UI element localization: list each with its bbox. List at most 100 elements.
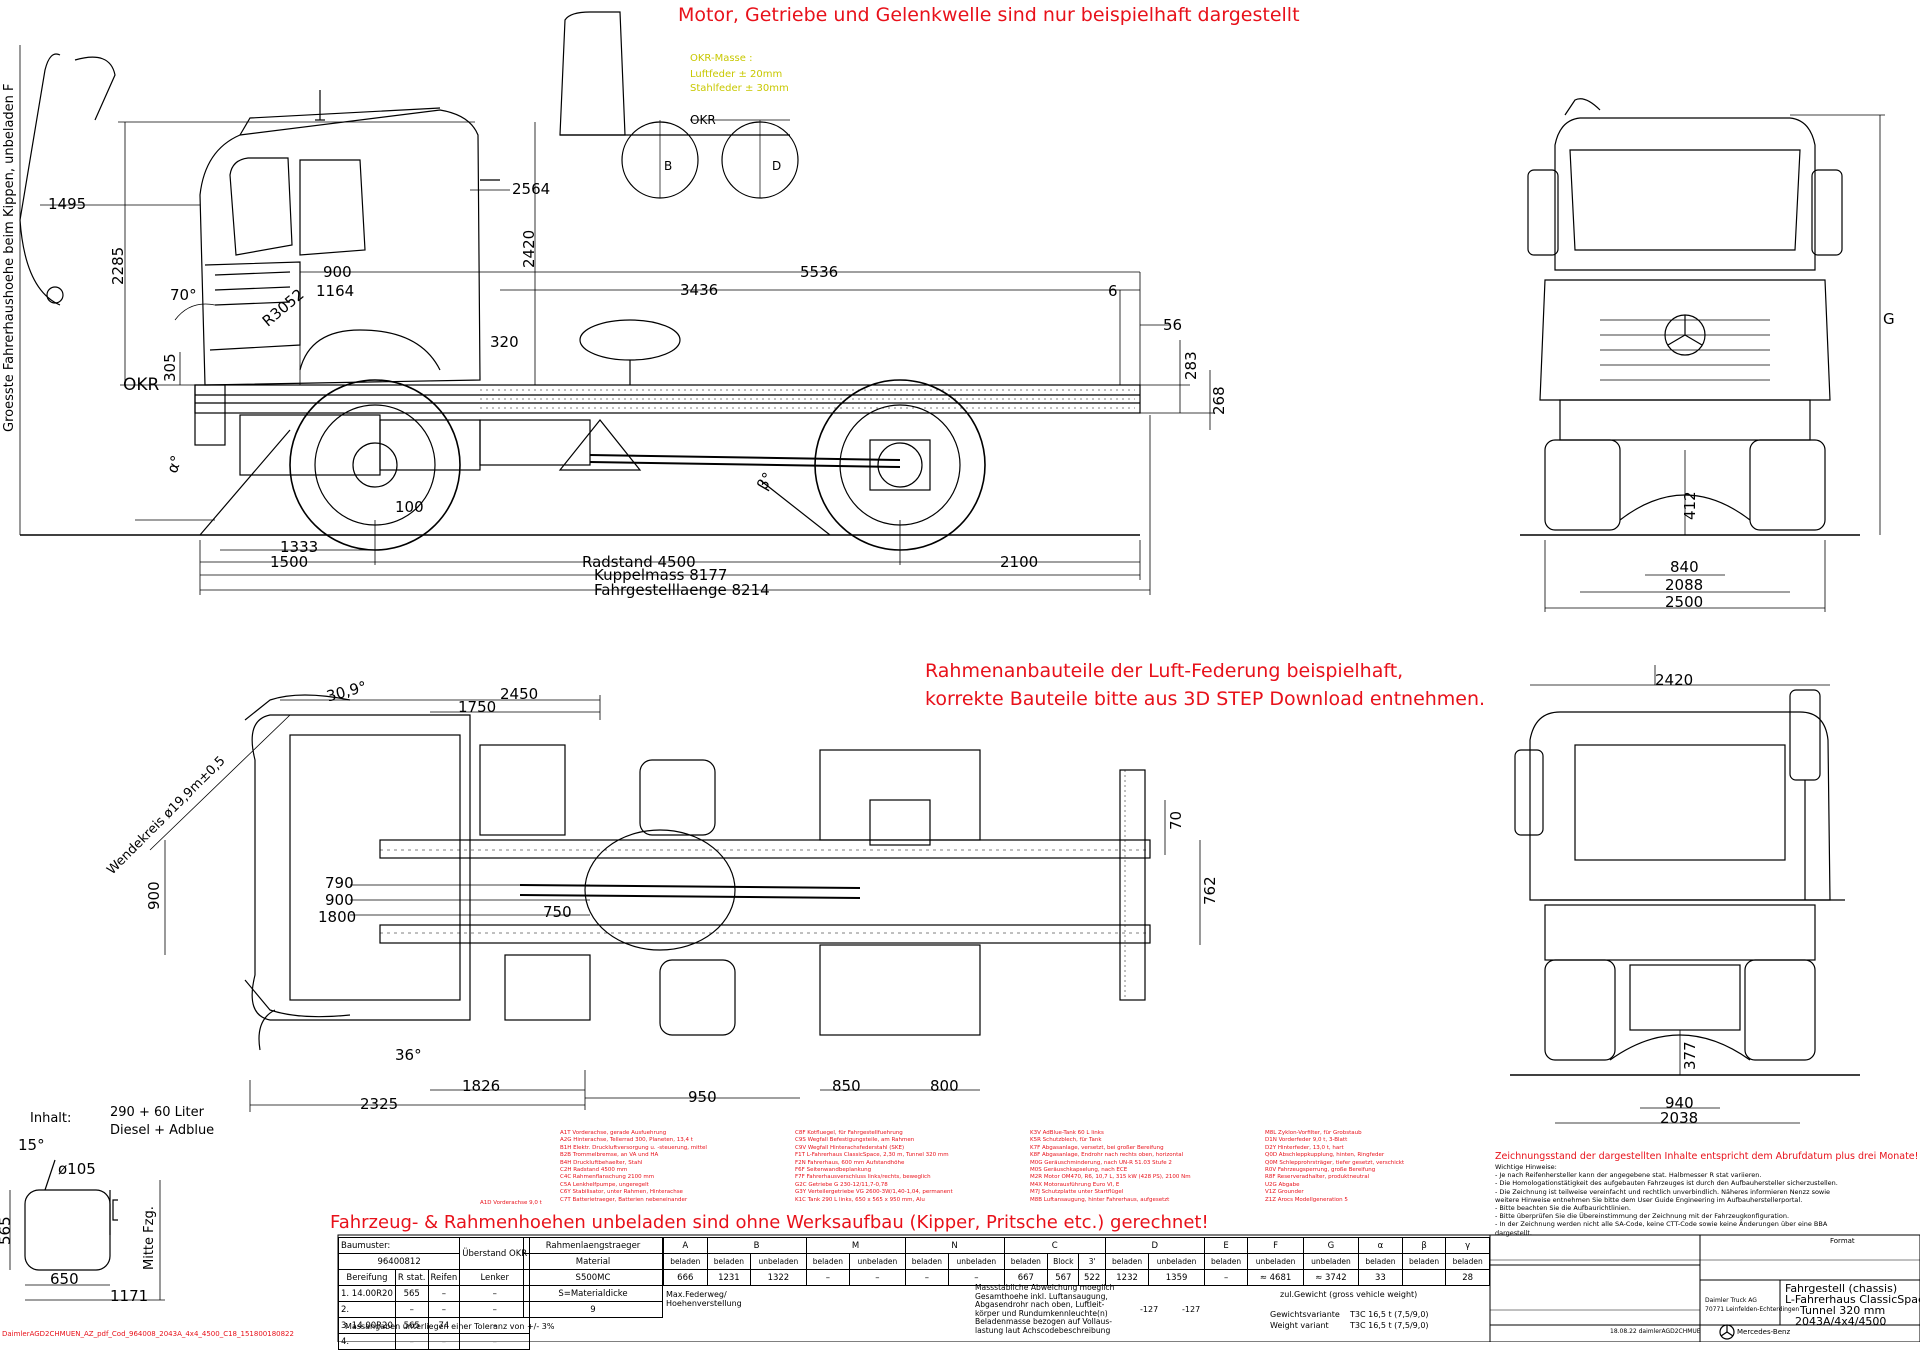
okr-label: OKR bbox=[123, 375, 160, 395]
legend-item: K1C Tank 290 L links, 650 x 565 x 950 mm… bbox=[795, 1196, 925, 1203]
okr-stahlfeder: Stahlfeder ± 30mm bbox=[690, 83, 789, 94]
dim-1164: 1164 bbox=[316, 282, 355, 300]
legend-col-4: M8L Zyklon-Vorfilter, für Grobstaub D1N … bbox=[1265, 1130, 1404, 1204]
title-line-1: Fahrgestell (chassis) bbox=[1785, 1282, 1898, 1295]
legend-item: C4C Rahmenflanschung 2100 mm bbox=[560, 1174, 655, 1181]
dim-305: 305 bbox=[161, 353, 179, 382]
dim-1750: 1750 bbox=[458, 698, 497, 716]
legend-col-2: C8F Kotfluegel, für Fahrgestellfuehrung … bbox=[795, 1130, 953, 1204]
drawing-note-line: weitere Hinweise entnehmen Sie bitte dem… bbox=[1495, 1195, 1803, 1204]
dim-900-plan: 900 bbox=[145, 881, 163, 910]
legend-item: F6F Seitenwandbeplankung bbox=[795, 1167, 872, 1174]
col-header: N bbox=[904, 1237, 1005, 1254]
col-header: M bbox=[805, 1237, 906, 1254]
legend-item: C5A Lenkhelfpumpe, ungeregelt bbox=[560, 1181, 649, 1188]
col-header: D bbox=[1104, 1237, 1205, 1254]
table-row: 2.––– bbox=[338, 1301, 531, 1318]
legend-item: C6Y Stabilisator, unter Rahmen, Hinterac… bbox=[560, 1189, 683, 1196]
dim-fahrgestelllaenge: Fahrgestelllaenge 8214 bbox=[594, 581, 770, 599]
rear-view-dimensions bbox=[1530, 665, 1830, 1124]
tank-dim-565: 565 bbox=[0, 1216, 14, 1245]
legend-item: F7F Fahrerhausverschluss links/rechts, b… bbox=[795, 1174, 931, 1181]
dim-2088: 2088 bbox=[1665, 576, 1704, 594]
tank-volume: 290 + 60 Liter bbox=[110, 1105, 204, 1120]
legend-item: M4X Motorausführung Euro VI, E bbox=[1030, 1181, 1120, 1188]
legend-col-3: K3V AdBlue-Tank 60 L links K5R Schutzble… bbox=[1030, 1130, 1191, 1204]
file-reference: DaimlerAGD2CHMUEN_AZ_pdf_Cod_964008_2043… bbox=[2, 1330, 294, 1338]
tank-dia-105: ø105 bbox=[58, 1160, 96, 1178]
d-minus-127: -127 bbox=[1140, 1305, 1159, 1314]
drawing-note-line: - Bitte überprüfen Sie die Übereinstimmu… bbox=[1495, 1212, 1790, 1221]
side-view-truck bbox=[19, 53, 1141, 551]
dim-3436: 3436 bbox=[680, 281, 719, 299]
okr-luftfeder: Luftfeder ± 20mm bbox=[690, 69, 783, 80]
dim-angle-70: 70° bbox=[170, 286, 197, 304]
legend-item: K8F Abgasanlage, Endrohr nach rechts obe… bbox=[1030, 1152, 1184, 1159]
rstat-header: R stat. bbox=[394, 1269, 429, 1286]
dim-1500: 1500 bbox=[270, 553, 309, 571]
okr-d-label: D bbox=[772, 159, 782, 173]
toleranz-note: Massangaben unterliegen einer Toleranz v… bbox=[345, 1322, 555, 1331]
drawing-note-line: - Die Zeichnung ist teilweise vereinfach… bbox=[1495, 1187, 1831, 1196]
drawing-note-line: - Die Homologationstätigkeit des aufgeba… bbox=[1495, 1179, 1838, 1188]
okr-detail-view bbox=[559, 11, 799, 199]
brand-name: Mercedes-Benz bbox=[1737, 1328, 1791, 1336]
note-frame-heights: Fahrzeug- & Rahmenhoehen unbeladen sind … bbox=[330, 1212, 1209, 1233]
weight-variant-value: T3C 16,5 t (7,5/9,0) bbox=[1350, 1321, 1429, 1330]
dim-268: 268 bbox=[1210, 386, 1228, 415]
note-air-suspension-2: korrekte Bauteile bitte aus 3D STEP Down… bbox=[925, 688, 1486, 710]
dim-5536: 5536 bbox=[800, 263, 839, 281]
materialdicke-label: S=Materialdicke bbox=[523, 1285, 663, 1302]
front-view-dimensions bbox=[1544, 114, 1885, 612]
drawing-note-line: Wichtige Hinweise: bbox=[1495, 1163, 1557, 1171]
legend-item: U2G Abgabe bbox=[1265, 1181, 1300, 1188]
dim-2325: 2325 bbox=[360, 1095, 399, 1113]
dim-750: 750 bbox=[543, 903, 572, 921]
legend-item: A1T Vorderachse, gerade Ausfuehrung bbox=[560, 1130, 667, 1136]
dim-g: G bbox=[1883, 310, 1895, 328]
legend-item: R0V Fahrzeugsperrung, große Bereifung bbox=[1265, 1167, 1376, 1174]
legend-item: B2B Trommelbremse, an VA und HA bbox=[560, 1152, 659, 1159]
dim-2500: 2500 bbox=[1665, 593, 1704, 611]
dim-840: 840 bbox=[1670, 558, 1699, 576]
d-minus-127b: -127 bbox=[1182, 1305, 1201, 1314]
dim-56: 56 bbox=[1163, 316, 1183, 334]
legend-item: K3V AdBlue-Tank 60 L links bbox=[1030, 1130, 1104, 1136]
drawing-notes: Wichtige Hinweise: - Je nach Reifenherst… bbox=[1495, 1163, 1838, 1237]
baumuster-value: 96400812 bbox=[337, 1253, 461, 1270]
dim-900b: 900 bbox=[325, 891, 354, 909]
legend-item: G2C Getriebe G 230-12/11,7-0,78 bbox=[795, 1181, 888, 1188]
dim-1800: 1800 bbox=[318, 908, 357, 926]
weight-variant-label: Weight variant bbox=[1270, 1321, 1329, 1330]
plan-view-truck bbox=[244, 694, 1151, 1051]
dim-6: 6 bbox=[1108, 282, 1118, 300]
max-federweg-label: Max.Federweg/ Hoehenverstellung bbox=[666, 1290, 742, 1308]
note-zeichnungsstand: Zeichnungsstand der dargestellten Inhalt… bbox=[1495, 1151, 1919, 1162]
dim-angle-36: 36° bbox=[395, 1046, 422, 1064]
dim-377: 377 bbox=[1681, 1041, 1699, 1070]
col-header: C bbox=[1003, 1237, 1106, 1254]
col-header: A bbox=[663, 1237, 708, 1254]
brand-logo-icon bbox=[1719, 1324, 1735, 1340]
legend-item: K7F Abgasanlage, versetzt, bei großer Be… bbox=[1030, 1144, 1164, 1151]
col-header: G bbox=[1302, 1237, 1360, 1254]
ueberstand-label: Überstand OKR bbox=[459, 1237, 531, 1270]
drawing-note-line: - Bitte beachten Sie die Aufbaurichtlini… bbox=[1495, 1204, 1631, 1213]
legend-item: K5R Schutzblech, für Tank bbox=[1030, 1137, 1102, 1144]
okr-b-label: B bbox=[664, 159, 673, 173]
drawing-date: 18.08.22 daimlerAGD2CHMUE bbox=[1610, 1328, 1701, 1335]
legend-item: C9S Wegfall Befestigungsteile, am Rahmen bbox=[795, 1137, 915, 1144]
note-engine-example: Motor, Getriebe und Gelenkwelle sind nur… bbox=[678, 4, 1300, 26]
gewichtsvariante-label: Gewichtsvariante bbox=[1270, 1310, 1340, 1319]
col-header: β bbox=[1401, 1237, 1447, 1254]
drawing-note-line: dargestellt. bbox=[1495, 1228, 1532, 1237]
dim-1495: 1495 bbox=[48, 195, 87, 213]
dim-70: 70 bbox=[1167, 810, 1185, 830]
tire-table: Baumuster: Überstand OKR 96400812 Bereif… bbox=[337, 1237, 531, 1350]
front-view-truck bbox=[1520, 98, 1860, 536]
okr-masse-title: OKR-Masse : bbox=[690, 53, 753, 64]
table-frame bbox=[337, 1234, 1920, 1342]
